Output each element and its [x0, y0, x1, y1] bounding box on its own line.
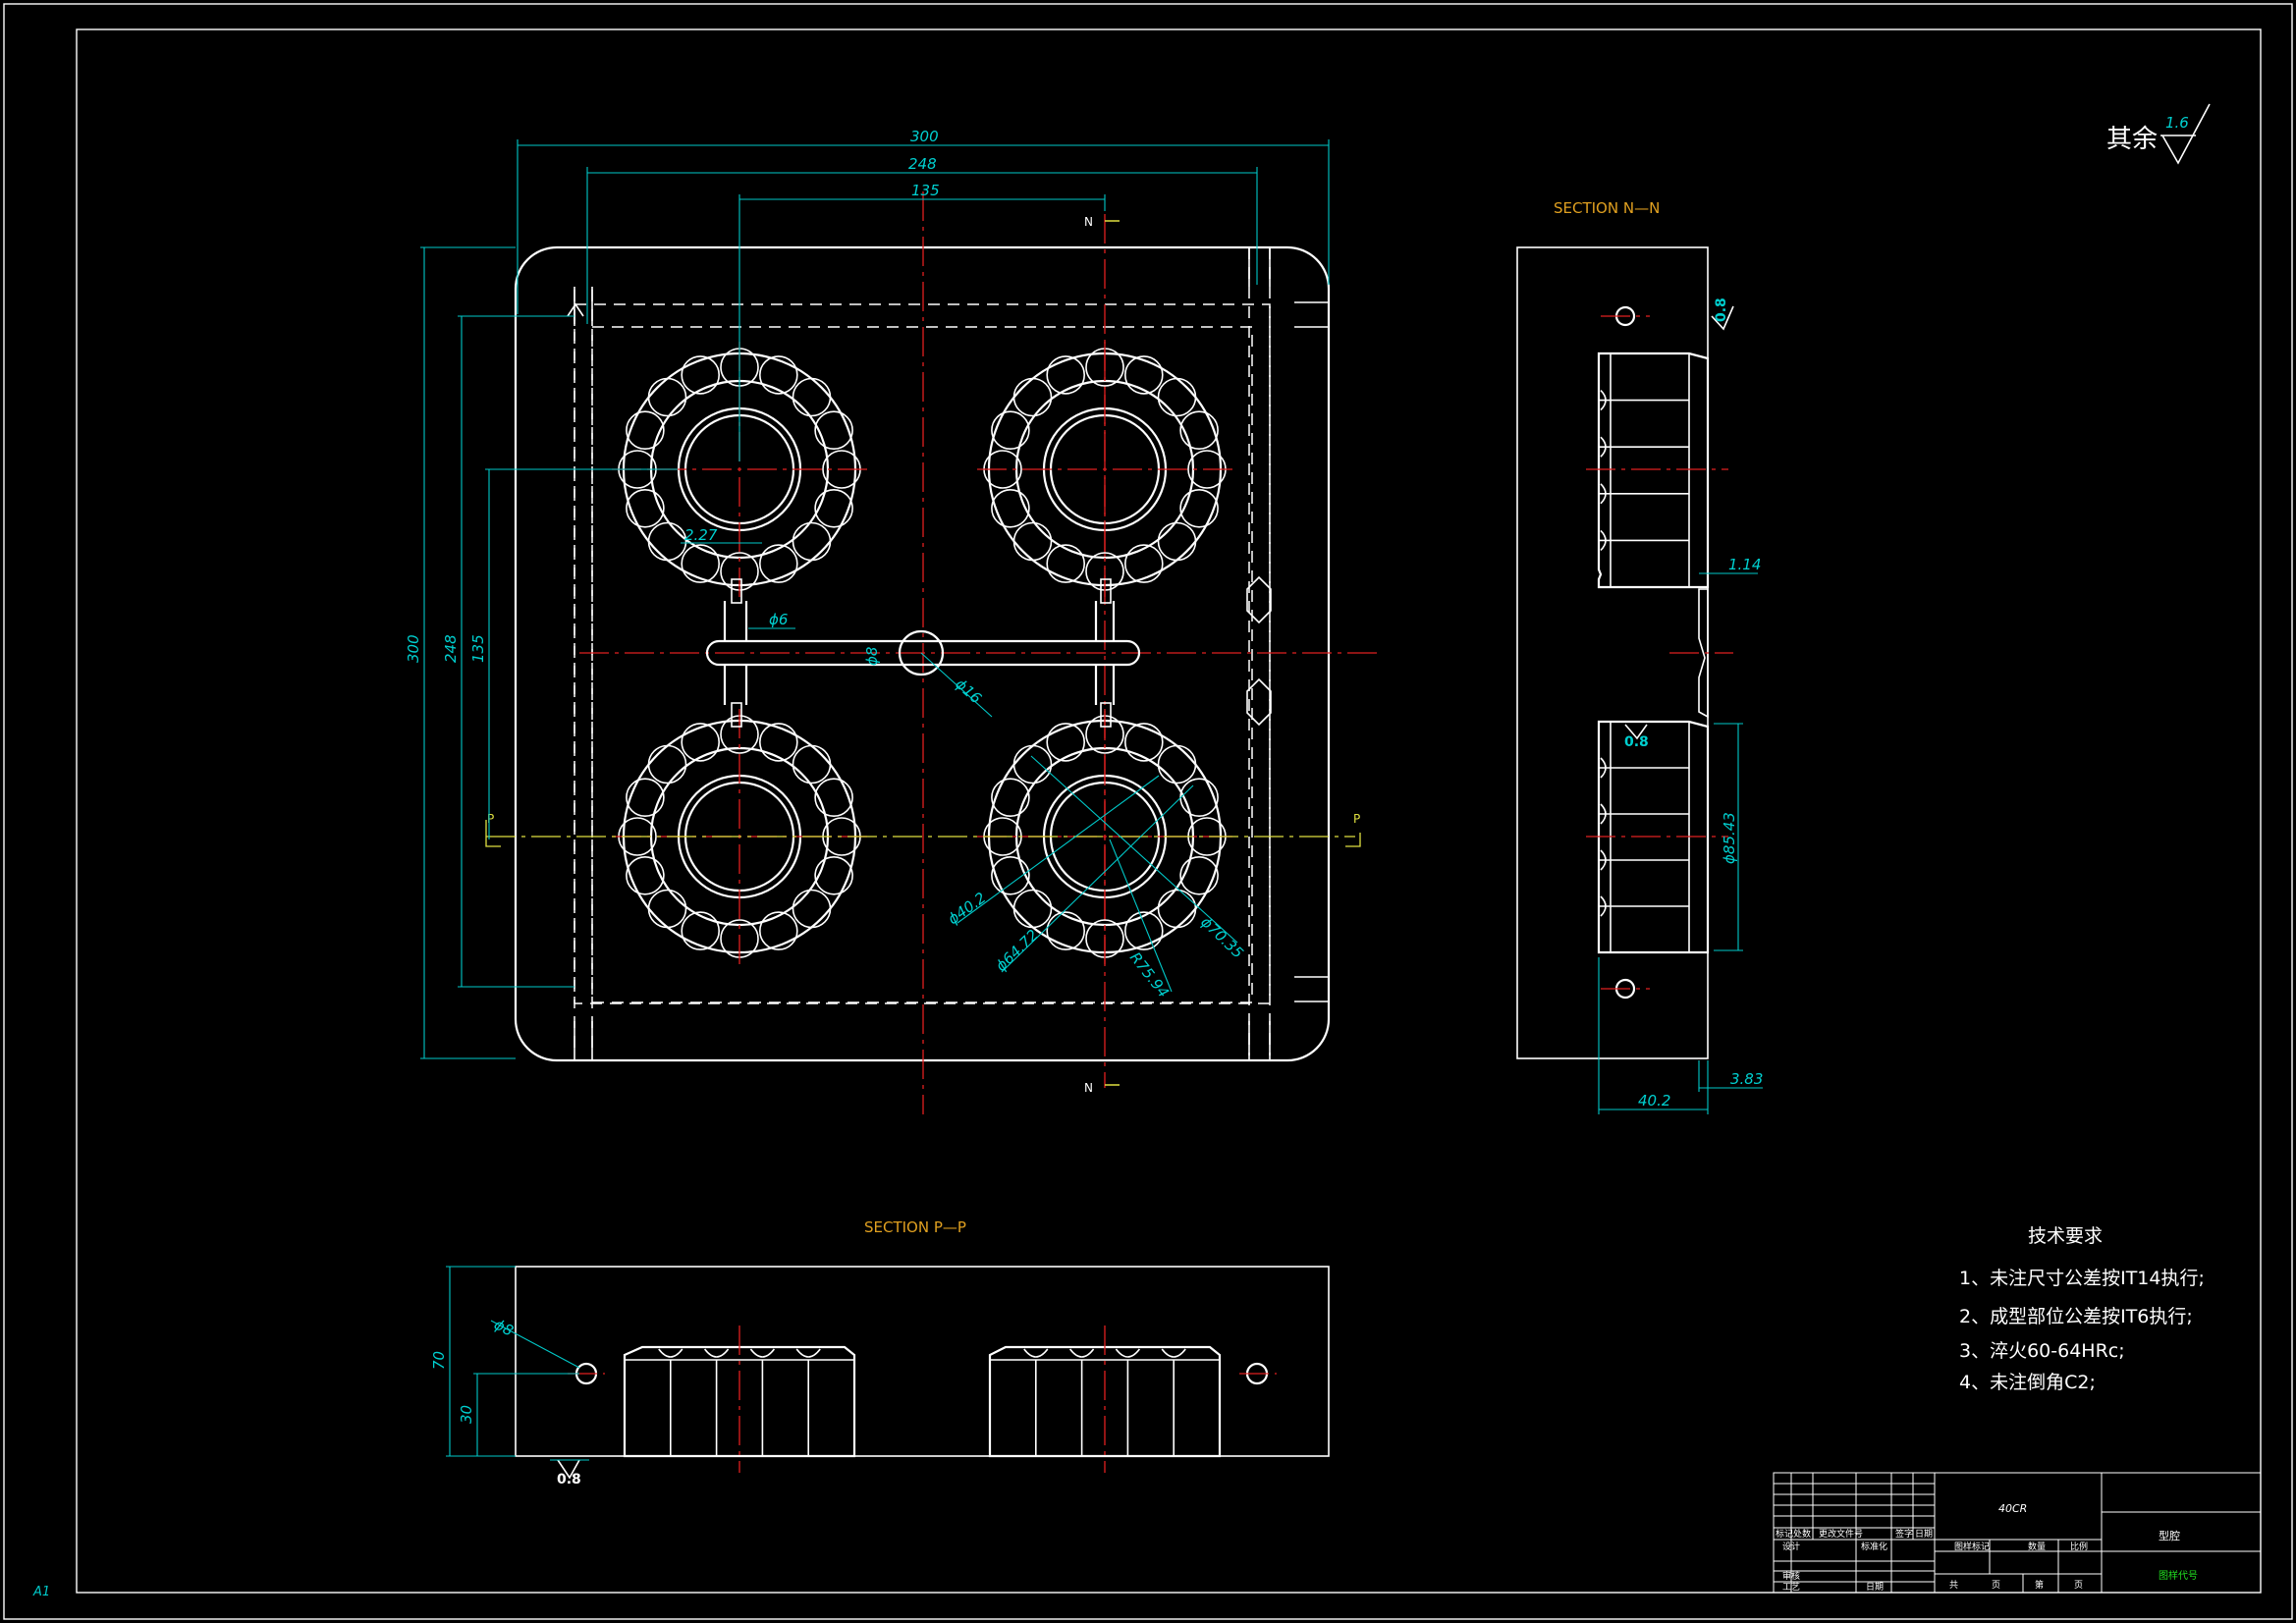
svg-text:签字: 签字: [1895, 1528, 1913, 1540]
roughness-value: 1.6: [2165, 114, 2189, 132]
svg-text:3.83: 3.83: [1730, 1070, 1763, 1088]
cavity-groove: [1068, 1348, 1095, 1358]
drawing-code: 图样代号: [2159, 1569, 2198, 1582]
tech-req-item: 2、成型部位公差按IT6执行;: [1959, 1306, 2193, 1327]
svg-text:300: 300: [405, 634, 422, 663]
svg-text:图样标记: 图样标记: [1954, 1541, 1990, 1552]
svg-text:标记: 标记: [1776, 1528, 1793, 1540]
gear-cavity: [977, 342, 1232, 597]
cavity-groove: [703, 1348, 730, 1358]
svg-text:共: 共: [1949, 1580, 1958, 1591]
cavity-groove: [1600, 849, 1607, 871]
svg-text:N: N: [1084, 215, 1093, 229]
svg-text:工艺: 工艺: [1782, 1582, 1800, 1593]
svg-text:40.2: 40.2: [1638, 1092, 1670, 1109]
cavity-groove: [1023, 1348, 1049, 1358]
section-pp-title: SECTION P—P: [864, 1218, 966, 1236]
roughness-text: 其余: [2106, 125, 2158, 154]
svg-text:标准化: 标准化: [1861, 1541, 1887, 1552]
svg-text:30: 30: [458, 1405, 475, 1424]
svg-text:70: 70: [430, 1351, 448, 1370]
svg-text:ϕ6: ϕ6: [769, 611, 788, 628]
svg-text:2.27: 2.27: [684, 526, 718, 544]
sprue: [898, 629, 945, 676]
svg-text:0.8: 0.8: [1624, 734, 1649, 750]
cavity-groove: [1600, 803, 1607, 825]
svg-text:ϕ8: ϕ8: [491, 1316, 517, 1340]
svg-text:日期: 日期: [1915, 1529, 1933, 1540]
svg-text:N: N: [1084, 1081, 1093, 1095]
cavity-groove: [1115, 1348, 1141, 1358]
svg-text:R75.94: R75.94: [1126, 948, 1173, 1001]
svg-text:ϕ40.2: ϕ40.2: [945, 889, 990, 928]
technical-requirements: 技术要求 1、未注尺寸公差按IT14执行; 2、成型部位公差按IT6执行; 3、…: [1959, 1225, 2205, 1393]
tech-req-item: 3、淬火60-64HRc;: [1959, 1340, 2125, 1362]
tech-req-item: 4、未注倒角C2;: [1959, 1372, 2096, 1393]
roughness-note: 其余 1.6: [2106, 103, 2211, 165]
title-block: 标记 处数 更改文件号 签字 日期 设计 标准化 审核 工艺 日期 40CR 图…: [1773, 1472, 2262, 1594]
section-nn-title: SECTION N—N: [1554, 199, 1660, 217]
svg-text:1.14: 1.14: [1728, 556, 1761, 573]
svg-text:P: P: [487, 812, 494, 826]
section-p-p-view: SECTION P—P 70 30 ϕ8 0.8: [430, 1218, 1330, 1488]
tech-req-item: 1、未注尺寸公差按IT14执行;: [1959, 1268, 2205, 1289]
dimensions-nn: 0.8 0.8 1.14 ϕ85.43 40.2 3.83: [1598, 298, 1763, 1114]
outer-frame: [3, 3, 2293, 1620]
dimensions-main: 300 248 135 300 248 135 2.27 ϕ6 ϕ8: [405, 128, 1330, 1059]
cavity-groove: [1161, 1348, 1186, 1358]
svg-text:审核: 审核: [1782, 1570, 1800, 1582]
svg-text:300: 300: [910, 128, 939, 145]
cavity-groove: [1600, 436, 1607, 458]
section-n-n-view: SECTION N—N 0.8 0.8 1.14 ϕ85.43 40.2: [1516, 199, 1763, 1114]
inner-frame: [76, 28, 2262, 1594]
dimensions-pp: 70 30 ϕ8 0.8: [430, 1266, 589, 1488]
svg-text:ϕ8: ϕ8: [863, 647, 881, 666]
svg-text:248: 248: [442, 634, 460, 663]
cavity-groove: [1600, 895, 1607, 917]
svg-text:处数: 处数: [1793, 1528, 1811, 1540]
svg-text:135: 135: [911, 182, 940, 199]
cavity-groove: [1600, 390, 1607, 411]
cavity-groove: [1600, 483, 1607, 505]
svg-text:ϕ16: ϕ16: [952, 676, 985, 708]
svg-text:日期: 日期: [1866, 1582, 1884, 1593]
cavity-groove: [795, 1348, 821, 1358]
cavity-groove: [749, 1348, 776, 1358]
cavity-groove: [1600, 757, 1607, 779]
svg-text:设计: 设计: [1782, 1541, 1800, 1552]
sheet-size-label: A1: [32, 1585, 50, 1599]
mold-plate-outline: [514, 245, 1331, 1062]
gear-cavity: [977, 709, 1232, 964]
svg-text:ϕ70.35: ϕ70.35: [1197, 913, 1247, 962]
tech-req-title: 技术要求: [2028, 1225, 2103, 1247]
svg-text:135: 135: [469, 634, 487, 663]
runner-system: [705, 578, 1141, 728]
main-plan-view: N N P P 300 248 135 300 24: [405, 128, 1380, 1114]
cavity-groove: [1600, 529, 1607, 551]
part-name: 型腔: [2159, 1529, 2180, 1542]
material: 40CR: [1998, 1502, 2027, 1515]
svg-text:比例: 比例: [2070, 1541, 2088, 1552]
svg-text:P: P: [1353, 812, 1360, 826]
svg-text:数量: 数量: [2028, 1541, 2046, 1552]
svg-text:0.8: 0.8: [557, 1472, 581, 1488]
cavity-groove: [658, 1348, 683, 1358]
svg-text:248: 248: [908, 155, 937, 173]
svg-text:页: 页: [1992, 1580, 2000, 1591]
svg-text:ϕ85.43: ϕ85.43: [1721, 812, 1738, 864]
svg-text:第: 第: [2035, 1579, 2044, 1591]
svg-text:0.8: 0.8: [1714, 298, 1729, 322]
svg-text:ϕ64.72: ϕ64.72: [992, 926, 1042, 975]
svg-text:页: 页: [2074, 1580, 2083, 1591]
gear-cavity: [612, 342, 867, 597]
svg-text:更改文件号: 更改文件号: [1819, 1528, 1863, 1540]
